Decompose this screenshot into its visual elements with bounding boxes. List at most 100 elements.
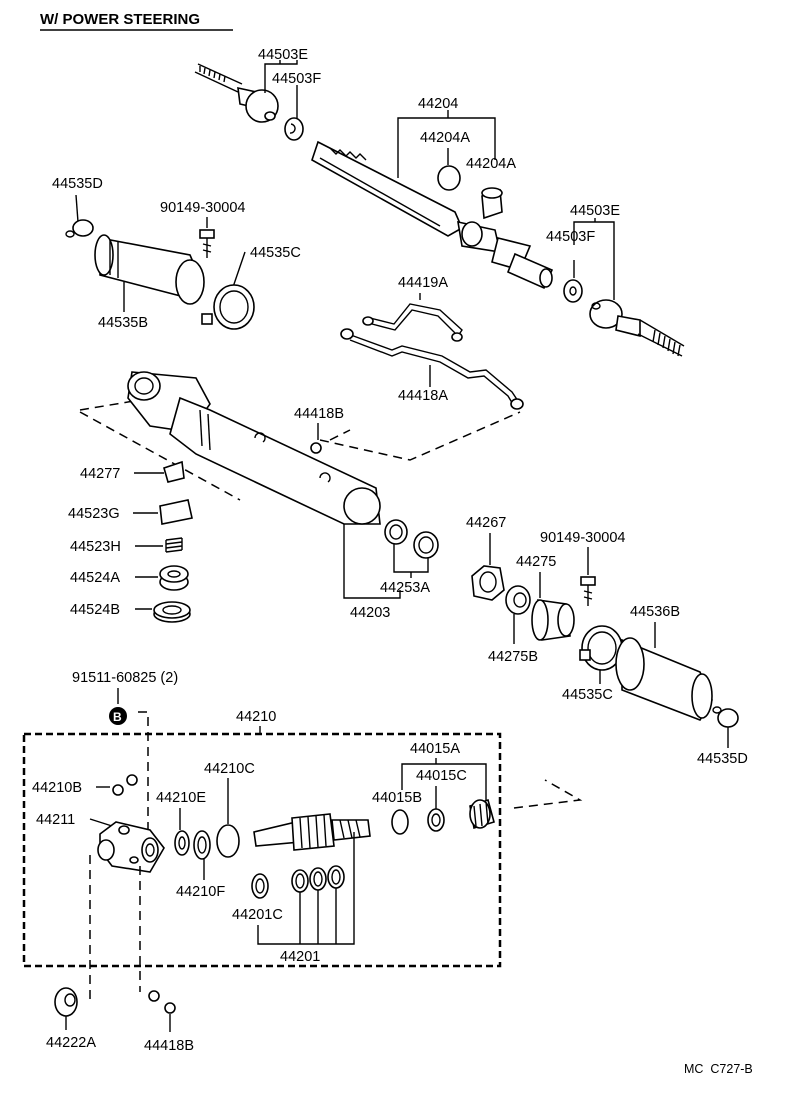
label-44503E-top: 44503E (258, 47, 308, 63)
dash-housing-right-2 (329, 429, 351, 441)
label-44503F-right: 44503F (546, 229, 595, 245)
label-44210C: 44210C (204, 761, 255, 777)
label-44535C-bottom: 44535C (562, 687, 613, 703)
leader-44015A-bracket (401, 763, 487, 800)
nut-44503F-right (563, 279, 583, 303)
tie-rod-end-right (589, 299, 685, 357)
screw-plug-44524A (159, 565, 189, 591)
label-44535D-bottom: 44535D (697, 751, 748, 767)
label-44418B-bottom: 44418B (144, 1038, 194, 1054)
screw-90149-right (580, 576, 596, 606)
leader-44203 (343, 524, 401, 599)
leader-44211 (89, 818, 113, 827)
dash-valve-right (513, 779, 583, 809)
label-44535C-top: 44535C (250, 245, 301, 261)
spring-44523H (165, 537, 183, 553)
label-44523H: 44523H (70, 539, 121, 555)
cap-44222A (54, 987, 78, 1017)
plug-44210B (112, 774, 138, 796)
diagram-title: W/ POWER STEERING (40, 11, 200, 28)
nut-44503F-left (284, 117, 304, 141)
label-44277: 44277 (80, 466, 120, 482)
leader-44535D-top (75, 194, 79, 223)
label-44275: 44275 (516, 554, 556, 570)
diagram-code: MC C727-B (684, 1062, 753, 1076)
rack-guide-44523G (159, 499, 193, 525)
leader-44201 (257, 832, 355, 945)
o-ring-44204A (437, 165, 461, 191)
leader-44535C-top (231, 251, 246, 291)
label-44201C: 44201C (232, 907, 283, 923)
oil-seal-44253A-1 (384, 519, 408, 545)
plug-44418B-bottom-2 (164, 1002, 176, 1014)
label-44210B: 44210B (32, 780, 82, 796)
seal-44015C (427, 808, 445, 832)
label-44204: 44204 (418, 96, 458, 112)
boot-44535B (94, 234, 205, 305)
clip-44535D-top (65, 219, 94, 238)
label-44523G: 44523G (68, 506, 120, 522)
leader-44204 (397, 117, 496, 178)
label-44418A: 44418A (398, 388, 448, 404)
sleeve-44275 (531, 599, 575, 641)
label-44503E-right: 44503E (570, 203, 620, 219)
dash-marker (138, 711, 149, 842)
valve-housing-44211 (97, 821, 165, 873)
label-44536B: 44536B (630, 604, 680, 620)
seal-44210E (174, 830, 190, 856)
label-44210F: 44210F (176, 884, 225, 900)
o-ring-44015B (391, 809, 409, 835)
plug-44418B-bottom-1 (148, 990, 160, 1002)
circled-marker-letter: B (113, 710, 122, 724)
label-44201: 44201 (280, 949, 320, 965)
label-44535B: 44535B (98, 315, 148, 331)
clamp-44535C-top (201, 284, 255, 330)
label-90149-right: 90149-30004 (540, 530, 625, 546)
dash-housing-right (319, 411, 521, 461)
screw-90149-left (199, 229, 215, 258)
label-44535D-top: 44535D (52, 176, 103, 192)
label-44015A: 44015A (410, 741, 460, 757)
clamp-44535C-bottom (579, 625, 623, 671)
label-44203: 44203 (350, 605, 390, 621)
oil-seal-44253A-2 (413, 531, 439, 559)
label-44418B-mid: 44418B (294, 406, 344, 422)
seal-kit-44015A (469, 798, 495, 830)
lock-nut-44524B (153, 601, 191, 623)
tie-rod-end-left (194, 63, 279, 123)
label-90149-left: 90149-30004 (160, 200, 245, 216)
label-44204A-1: 44204A (420, 130, 470, 146)
o-ring-44210C (216, 824, 240, 858)
nut-44267 (471, 565, 505, 601)
circled-marker (109, 707, 127, 725)
leader-44503E-right (573, 221, 615, 300)
label-44524B: 44524B (70, 602, 120, 618)
label-44211: 44211 (36, 812, 75, 828)
label-44222A: 44222A (46, 1035, 96, 1051)
ring-44275B (505, 585, 531, 615)
label-91511: 91511-60825 (2) (72, 670, 178, 686)
label-44503F-top: 44503F (272, 71, 321, 87)
gear-housing-44203 (127, 371, 381, 525)
label-44253A: 44253A (380, 580, 430, 596)
control-valve-shaft (253, 813, 371, 851)
pressure-tube-44419A (362, 303, 463, 342)
label-44267: 44267 (466, 515, 506, 531)
valve-assembly-frame (22, 732, 502, 968)
label-44204A-2: 44204A (466, 156, 516, 172)
seal-ring-44201C (251, 873, 269, 899)
label-44015B: 44015B (372, 790, 422, 806)
bushing-44204A (481, 187, 503, 220)
label-44524A: 44524A (70, 570, 120, 586)
label-44419A: 44419A (398, 275, 448, 291)
part-44277 (163, 460, 185, 483)
plug-44418B-mid (310, 442, 322, 454)
label-44275B: 44275B (488, 649, 538, 665)
label-44210E: 44210E (156, 790, 206, 806)
leader-44503E-top (264, 60, 298, 93)
label-44210: 44210 (236, 709, 276, 725)
seal-44210F (193, 830, 211, 860)
clip-44535D-bottom (712, 706, 739, 728)
dash-housing-left-2 (79, 411, 241, 501)
